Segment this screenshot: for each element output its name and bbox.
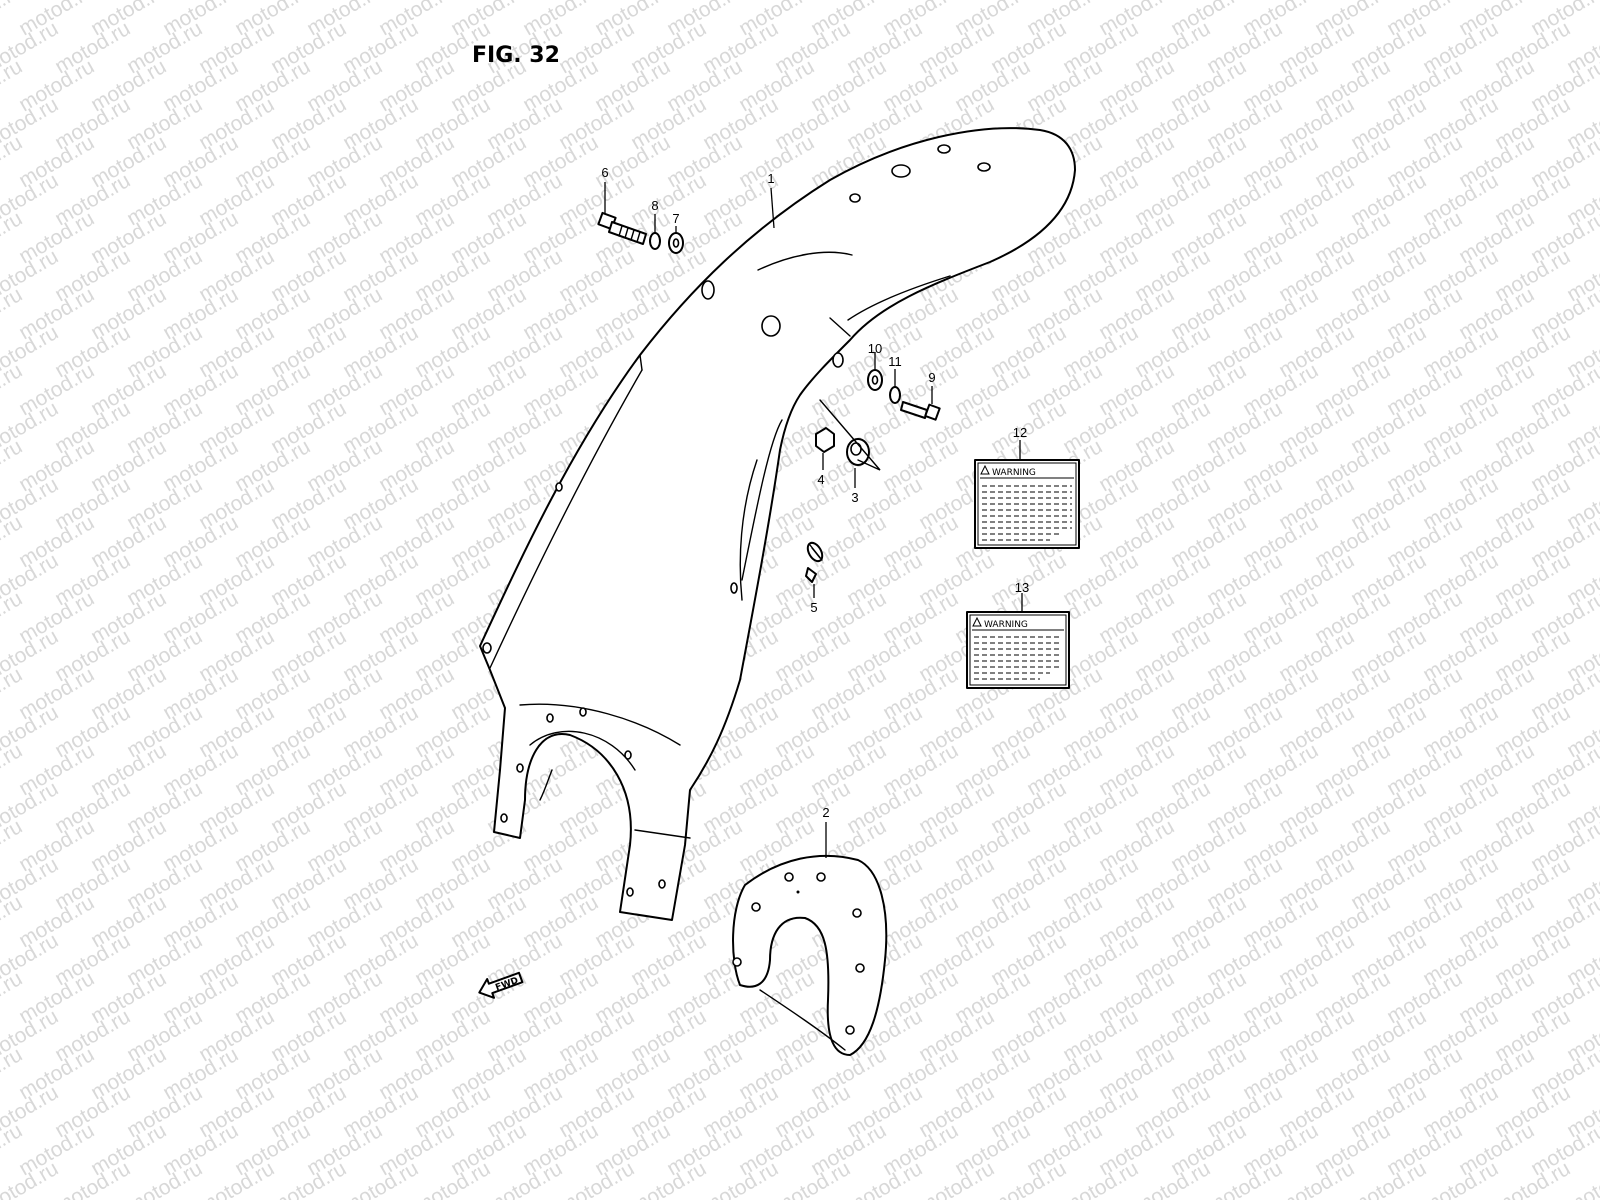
svg-text:9: 9 (928, 370, 935, 385)
svg-text:4: 4 (817, 472, 824, 487)
callout-11: 11 (888, 354, 902, 387)
svg-text:13: 13 (1015, 580, 1029, 595)
callout-1: 1 (767, 171, 775, 229)
lock-washer-8 (649, 232, 661, 250)
nut-4 (815, 427, 835, 453)
svg-text:8: 8 (651, 198, 658, 213)
washer-7 (668, 232, 684, 254)
svg-text:2: 2 (822, 805, 829, 820)
warning-label-13-text: WARNING (984, 620, 1028, 630)
svg-text:7: 7 (672, 211, 679, 226)
svg-text:1: 1 (767, 171, 774, 186)
svg-text:3: 3 (851, 490, 858, 505)
callout-7: 7 (672, 211, 680, 233)
grommet-3 (846, 438, 870, 466)
warning-label-13: WARNING (966, 611, 1070, 689)
svg-text:5: 5 (810, 600, 817, 615)
lock-washer-11 (889, 386, 901, 404)
svg-text:11: 11 (888, 354, 902, 369)
svg-text:12: 12 (1013, 425, 1027, 440)
svg-text:10: 10 (868, 341, 882, 356)
washer-10 (867, 369, 883, 391)
svg-text:6: 6 (601, 165, 608, 180)
warning-label-12: WARNING (974, 459, 1080, 549)
figure-title: FIG. 32 (472, 43, 560, 68)
warning-label-12-text: WARNING (992, 468, 1036, 478)
